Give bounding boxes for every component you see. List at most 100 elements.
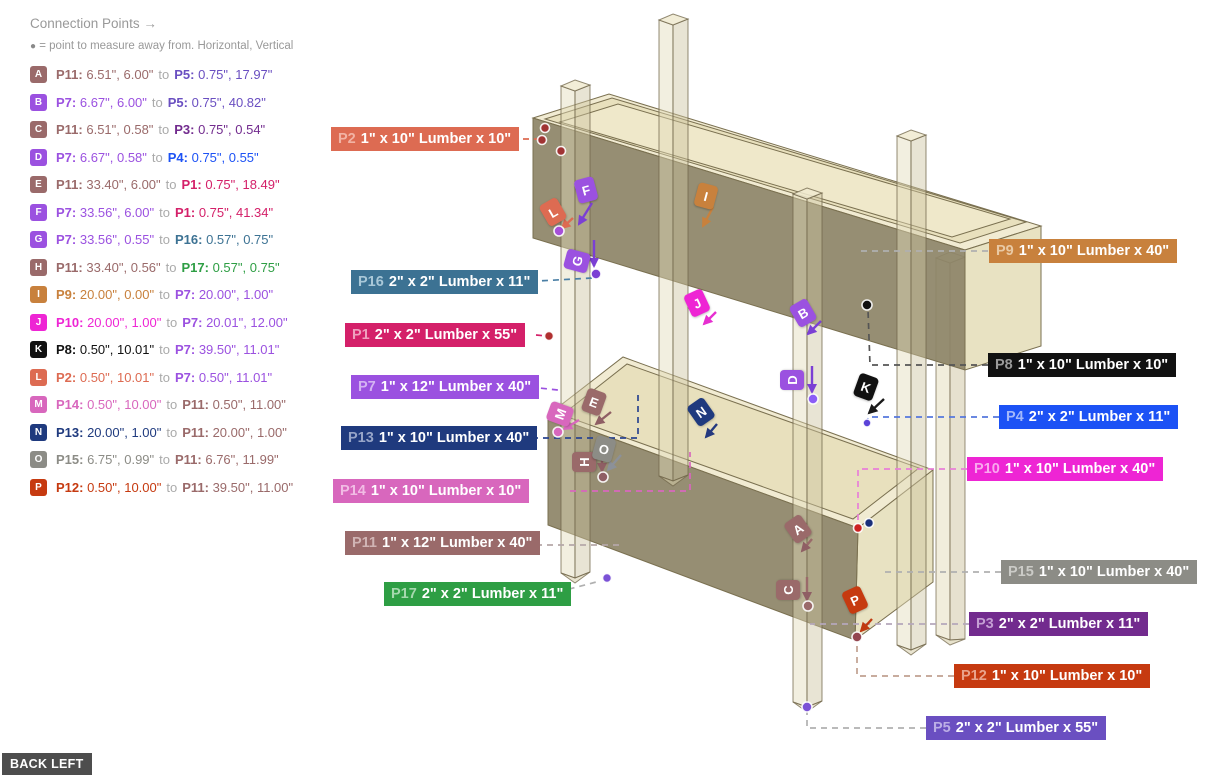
from-point: P14: 0.50", 10.00" [56, 397, 162, 412]
from-point: P2: 0.50", 10.01" [56, 369, 155, 385]
page-title[interactable]: Connection Points → [30, 16, 157, 31]
part-desc: 1" x 10" Lumber x 10" [991, 668, 1143, 684]
part-id: P3 [976, 616, 994, 632]
part-id: P10 [974, 461, 1000, 477]
part-desc: 1" x 10" Lumber x 40" [1018, 243, 1170, 259]
connection-letter-badge: H [30, 258, 47, 276]
part-desc: 1" x 12" Lumber x 40" [382, 535, 533, 551]
part-id: P4 [1006, 409, 1024, 425]
connection-points [536, 122, 875, 713]
to-point: P7: 39.50", 11.01" [174, 342, 280, 357]
to-word: to [159, 204, 170, 220]
part-desc: 1" x 10" Lumber x 10" [1017, 357, 1169, 373]
from-point: P11: 6.51", 0.58" [56, 122, 154, 137]
connection-letter-badge: K [30, 341, 47, 358]
part-desc: 1" x 10" Lumber x 40" [1004, 461, 1156, 477]
to-word: to [151, 149, 163, 165]
part-id: P16 [358, 274, 384, 290]
part-desc: 1" x 12" Lumber x 40" [380, 379, 532, 395]
part-label-P11: P11 1" x 12" Lumber x 40" [345, 531, 541, 555]
part-id: P11 [352, 535, 377, 551]
badge-D: D [780, 370, 804, 390]
to-word: to [165, 259, 177, 275]
connection-letter-badge: O [30, 451, 47, 468]
part-id: P14 [340, 483, 366, 499]
to-word: to [166, 424, 178, 440]
to-word: to [158, 122, 170, 137]
from-point: P11: 33.40", 0.56" [56, 259, 161, 275]
bottom-box [546, 356, 935, 642]
part-id: P9 [996, 243, 1014, 259]
post-back-left [657, 13, 690, 487]
top-box [531, 93, 1043, 371]
part-desc: 2" x 2" Lumber x 11" [1028, 409, 1171, 425]
badge-C: C [776, 580, 800, 600]
to-word: to [166, 479, 178, 495]
to-word: to [159, 232, 170, 247]
post-back-middle [895, 129, 928, 656]
from-point: P7: 33.56", 6.00" [56, 204, 155, 220]
part-id: P17 [391, 586, 417, 602]
part-desc: 2" x 2" Lumber x 11" [998, 616, 1141, 632]
to-point: P11: 20.00", 1.00" [182, 424, 287, 440]
measure-point-icon: ● [30, 41, 37, 52]
connection-letter-badge: F [30, 203, 47, 221]
part-desc: 1" x 10" Lumber x 40" [1038, 564, 1190, 580]
to-point: P1: 0.75", 18.49" [181, 177, 280, 192]
part-id: P15 [1008, 564, 1034, 580]
connection-row-E: E P11: 33.40", 6.00" to P1: 0.75", 18.49" [30, 176, 293, 193]
from-point: P11: 33.40", 6.00" [56, 177, 161, 192]
view-label[interactable]: BACK LEFT [2, 753, 92, 775]
connection-letter-badge: E [30, 176, 47, 193]
to-point: P11: 39.50", 11.00" [182, 479, 294, 495]
from-point: P7: 33.56", 0.55" [56, 232, 155, 247]
connection-arrows [560, 202, 885, 633]
from-point: P9: 20.00", 0.00" [56, 287, 155, 302]
part-desc: 2" x 2" Lumber x 55" [374, 327, 518, 343]
part-desc: 2" x 2" Lumber x 55" [955, 720, 1099, 736]
connection-letter-badge: L [30, 368, 47, 386]
to-point: P16: 0.57", 0.75" [174, 232, 274, 247]
to-word: to [165, 177, 177, 192]
to-point: P3: 0.75", 0.54" [174, 122, 266, 137]
connection-letter-badge: I [30, 286, 47, 303]
to-point: P7: 0.50", 11.01" [174, 369, 273, 385]
part-id: P12 [961, 668, 987, 684]
to-word: to [159, 342, 170, 357]
legend-key-text: = point to measure away from. Horizontal… [39, 40, 294, 52]
part-id: P2 [338, 131, 356, 147]
to-point: P5: 0.75", 17.97" [174, 67, 273, 82]
connection-letter-badge: P [30, 478, 47, 496]
connection-letter-badge: G [30, 231, 47, 248]
connection-letter-badge: N [30, 423, 47, 441]
to-point: P5: 0.75", 40.82" [167, 94, 266, 110]
to-point: P17: 0.57", 0.75" [181, 259, 280, 275]
posts [559, 13, 928, 713]
part-id: P8 [995, 357, 1013, 373]
to-point: P7: 20.01", 12.00" [182, 314, 288, 330]
